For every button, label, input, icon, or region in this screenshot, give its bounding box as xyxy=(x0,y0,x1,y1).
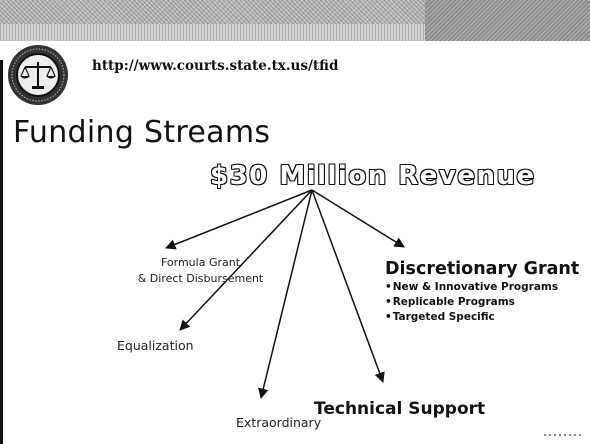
scales-of-justice-seal-icon xyxy=(8,45,68,105)
arrow-to-technical-support xyxy=(311,189,385,383)
list-item: Replicable Programs xyxy=(385,295,579,310)
revenue-heading: $30 Million Revenue xyxy=(210,161,536,191)
discretionary-grant-list: New & Innovative Programs Replicable Pro… xyxy=(385,280,579,325)
list-item: Targeted Specific xyxy=(385,310,579,325)
left-rule xyxy=(0,60,3,444)
arrow-to-extraordinary xyxy=(258,189,313,400)
equalization-label: Equalization xyxy=(117,338,194,353)
discretionary-grant-title: Discretionary Grant xyxy=(385,259,580,279)
page-url: http://www.courts.state.tx.us/tfid xyxy=(92,58,339,74)
header-band xyxy=(0,0,590,41)
extraordinary-label: Extraordinary xyxy=(236,415,322,430)
scan-artifact xyxy=(544,434,584,436)
header-strip-right xyxy=(425,0,590,41)
arrow-to-formula xyxy=(165,189,313,250)
list-item: New & Innovative Programs xyxy=(385,280,579,295)
formula-grant-line1: Formula Grant xyxy=(160,256,241,269)
formula-grant-line2: & Direct Disbursement xyxy=(137,272,264,285)
technical-support-label: Technical Support xyxy=(314,399,486,419)
discretionary-grant-block: Discretionary Grant New & Innovative Pro… xyxy=(385,258,579,325)
formula-grant-label: Formula Grant & Direct Disbursement xyxy=(118,255,283,287)
arrow-to-equalization xyxy=(179,189,313,331)
slide-title: Funding Streams xyxy=(13,115,271,150)
arrow-to-discretionary xyxy=(311,189,405,248)
